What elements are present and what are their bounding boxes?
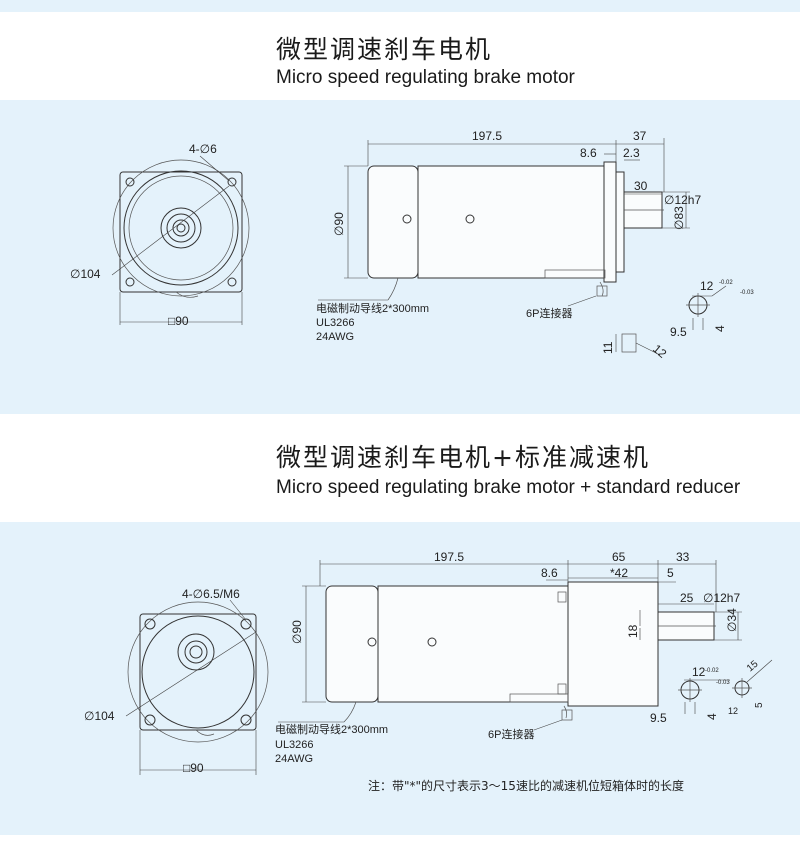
s1-ul: UL3266 [316,317,355,329]
s2-length: 197.5 [434,550,464,564]
s1-wire: 电磁制动导线2*300mm [316,301,429,315]
s2-awg: 24AWG [275,753,313,765]
section2-front-view: 4-∅6.5/M6 ∅104 □90 [84,587,269,775]
s2-ul: UL3266 [275,739,314,751]
section2-side-view: 197.5 65 33 8.6 *42 5 25 ∅12h7 18 ∅34 ∅9… [275,550,742,765]
top-band [0,0,800,12]
s1-d30: 30 [634,179,648,193]
s2-front-square: □90 [183,761,204,775]
s1-front-holes: 4-∅6 [189,142,217,156]
section1-front-view: 4-∅6 ∅104 □90 [70,142,250,328]
s2-detail-d12: 12 [692,665,706,679]
s2-d90: ∅90 [290,620,304,644]
section2-title-en: Micro speed regulating brake motor + sta… [276,477,741,498]
s2-front-circle: ∅104 [84,709,115,723]
section2-note: 注：带"*"的尺寸表示3～15速比的减速机位短箱体时的长度 [368,779,684,793]
s1-detail-d4: 4 [713,325,727,332]
s1-shaft: ∅12h7 [664,193,701,207]
section2-detail-views: 12 -0.02 -0.03 9.5 4 12 15 5 [650,658,773,725]
s2-d33: 33 [676,550,690,564]
s1-connector: 6P连接器 [526,307,572,320]
s2-detail-d4: 4 [705,713,719,720]
s1-d86: 8.6 [580,146,597,160]
s2-shaft: ∅12h7 [703,591,740,605]
s2-d25: 25 [680,591,694,605]
s1-detail-d11: 11 [601,341,615,354]
s1-d83: ∅83 [672,206,686,230]
s1-awg: 24AWG [316,331,354,343]
s2-front-holes: 4-∅6.5/M6 [182,587,240,601]
s2-d42: *42 [610,566,628,580]
s2-d65: 65 [612,550,626,564]
section1-title-en: Micro speed regulating brake motor [276,67,575,88]
s2-detail-d5: 5 [754,702,765,708]
s1-length: 197.5 [472,129,502,143]
s1-d37: 37 [633,129,647,143]
s1-d90: ∅90 [332,212,346,236]
s2-detail-d95: 9.5 [650,711,667,725]
s1-detail-d12b: 12 [650,342,669,362]
s2-d5: 5 [667,566,674,580]
section1-title-cn: 微型调速刹车电机 [276,35,493,64]
s2-d18: 18 [626,624,640,638]
section1-detail-views: 12 -0.02 -0.03 9.5 4 11 12 [601,279,754,361]
s1-d23: 2.3 [623,146,640,160]
s1-front-square: □90 [168,314,189,328]
s2-detail-d12b: 12 [728,706,738,716]
s2-connector: 6P连接器 [488,728,534,741]
s1-detail-tol-a1: -0.02 [719,280,733,286]
s1-detail-tol-a2: -0.03 [740,290,754,296]
s2-d34: ∅34 [725,608,739,632]
s1-detail-d12a: 12 [700,279,714,293]
s2-wire: 电磁制动导线2*300mm [275,722,388,736]
section2-title-cn: 微型调速刹车电机+标准减速机 [276,443,650,472]
s2-d86: 8.6 [541,566,558,580]
s2-detail-tol1: -0.02 [705,668,719,674]
s1-detail-d95: 9.5 [670,325,687,339]
section1-side-view: 197.5 37 8.6 2.3 30 ∅12h7 ∅83 ∅90 电磁制动导线… [316,129,701,343]
s2-detail-tol2: -0.03 [716,680,730,686]
s1-front-circle: ∅104 [70,267,101,281]
